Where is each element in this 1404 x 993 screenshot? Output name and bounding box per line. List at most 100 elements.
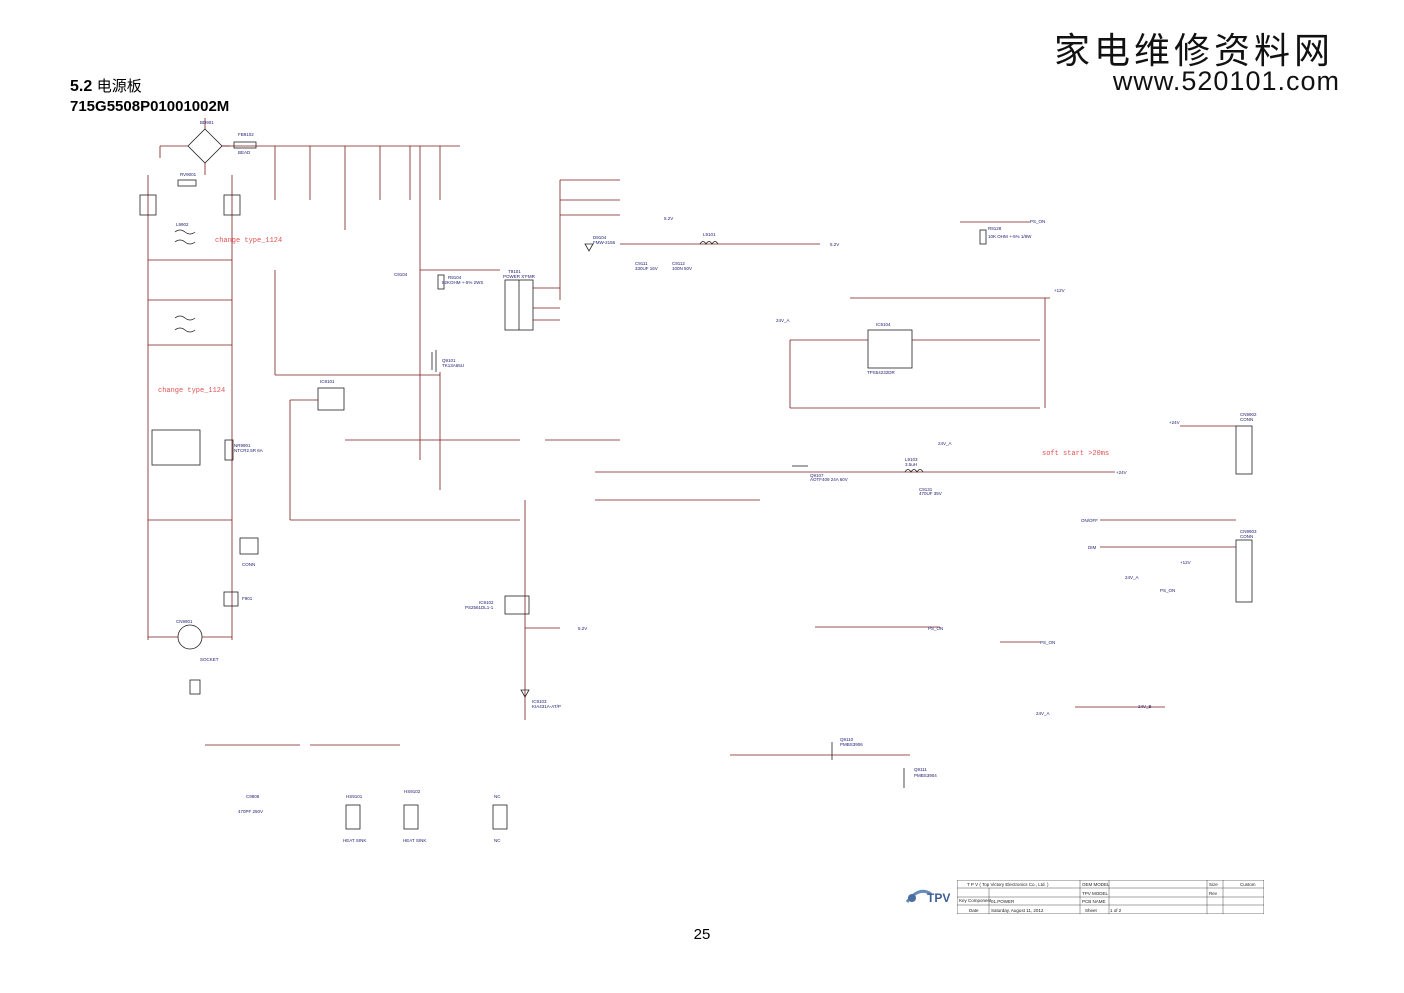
ic9102-value: PS2561DL1-1	[465, 605, 494, 610]
hs9102-value: HEAT SINK	[403, 838, 426, 843]
c9131-value: 470UF 35V	[919, 491, 942, 496]
d9104-value: FMW-2156	[593, 240, 616, 245]
r9128-label: R9128	[988, 226, 1002, 231]
bottom-parts: C9808 470PF 250V HS9101 HEAT SINK HS9102…	[205, 744, 508, 843]
l9103-label: L9103	[905, 457, 918, 462]
section-number: 5.2	[70, 78, 93, 95]
page-number: 25	[693, 926, 711, 943]
c9808-value: 470PF 250V	[238, 809, 263, 814]
fb9102-label: FB9102	[238, 132, 254, 137]
buck-12v-section: IC9104 TPS54232DR 24V_A +12V	[776, 288, 1065, 409]
watermark-url: www.520101.com	[1112, 66, 1340, 96]
ic9101-label: IC9101	[320, 379, 335, 384]
ps-on-label-4: PS_ON	[1040, 640, 1055, 645]
board-model: 715G5508P01001002M	[70, 98, 230, 115]
tb-date: Saturday, August 11, 2012	[991, 908, 1044, 913]
v24-label-2: +24V	[1169, 420, 1180, 425]
cn9902-value: CONN	[1240, 417, 1253, 422]
watermark-cn: 家电维修资料网	[1053, 31, 1334, 72]
q9101-label: Q9101	[442, 358, 456, 363]
tb-oem-model: OEM MODEL	[1082, 882, 1110, 887]
tb-tpv-model: TPV MODEL	[1082, 891, 1109, 896]
ic9103-value: KIA431A-AT/P	[532, 704, 561, 709]
v24a-label-2: 24V_A	[938, 441, 952, 446]
v24a-label-3: 24V_A	[1125, 575, 1139, 580]
rv9001-label: RV9001	[180, 172, 197, 177]
tb-sheet-value: 1 of 2	[1110, 908, 1122, 913]
nr9901-value: NTCR2.5R 6A	[234, 448, 263, 453]
v12-label-1: +12V	[1054, 288, 1065, 293]
cn9903-label: CN9903	[1240, 529, 1257, 534]
c9111-value: 330UF 16V	[635, 266, 658, 271]
v52-label-2: 5.2V	[830, 242, 839, 247]
ic9102-label: IC9102	[479, 600, 494, 605]
change-type-2: change type_1124	[158, 387, 225, 395]
c9112-value: 100N 50V	[672, 266, 692, 271]
t9101-label: T9101	[508, 269, 521, 274]
section-heading: 5.2 电源板	[70, 76, 142, 97]
tb-key-component: Key Component	[959, 898, 992, 903]
cn9903-value: CONN	[1240, 534, 1253, 539]
v52-label-1: 5.2V	[664, 216, 673, 221]
l9101-label: L9101	[703, 232, 716, 237]
c9808-label: C9808	[246, 794, 260, 799]
ps-on-label-1: PS_ON	[1030, 219, 1045, 224]
soft-start-note: soft start >20ms	[1042, 450, 1109, 458]
cn9902-label: CN9902	[1240, 412, 1257, 417]
socket-label: SOCKET	[200, 657, 219, 662]
ic9103-label: IC9103	[532, 699, 547, 704]
v24b-label: 24V_B	[1138, 704, 1152, 709]
ic9104-value: TPS54232DR	[867, 370, 896, 375]
tb-size-label: Size	[1209, 882, 1218, 887]
v24-label-1: +24V	[1116, 470, 1127, 475]
bd901-label: BD901	[200, 120, 214, 125]
ps-on-label-2: PS_ON	[1160, 588, 1175, 593]
output-24v-section: Q9107 AOTF409 24A 60V L9103 3.5uH C9131 …	[595, 412, 1257, 603]
r9104-value: 82KOHM +-5% 2WS	[442, 280, 483, 285]
primary-section: R9104 82KOHM +-5% 2WS C9104 T9101 POWER …	[274, 269, 560, 521]
c9111-label: C9111	[635, 261, 648, 266]
tb-company: T P V ( Top Victory Electronics Co., Ltd…	[967, 882, 1049, 887]
hs9101-label: HS9101	[346, 794, 363, 799]
cn9902-left-label: CONN	[242, 562, 255, 567]
fb9102-value: BEAD	[238, 150, 251, 155]
tb-pcb-name: PCB NAME	[1082, 899, 1106, 904]
q9101-value: TK13A65U	[442, 363, 464, 368]
v24a-label-1: 24V_A	[776, 318, 790, 323]
ps-on-label-3: PS_ON	[928, 626, 943, 631]
title-block: T P V ( Top Victory Electronics Co., Ltd…	[957, 880, 1264, 914]
ac-input-section: BD901 FB9102 BEAD RV9001 L9902 change ty…	[139, 118, 460, 695]
ic9104-label: IC9104	[876, 322, 891, 327]
feedback-net: 5.2V	[578, 626, 587, 631]
d9104-label: D9104	[593, 235, 607, 240]
c9104-label: C9104	[394, 272, 408, 277]
tb-size-value: Custom	[1240, 882, 1256, 887]
tb-rev-label: Rev	[1209, 891, 1218, 896]
l9902-label: L9902	[176, 222, 189, 227]
fuse-label: F901	[242, 596, 253, 601]
tb-date-label: Date	[969, 908, 979, 913]
nc-heatsink-label: NC	[494, 794, 501, 799]
tb-sheet-label: Sheet	[1085, 908, 1098, 913]
hs9101-value: HEAT SINK	[343, 838, 366, 843]
c9131-label: C9131	[919, 487, 933, 492]
tpv-logo-text: TPV	[927, 891, 950, 905]
t9101-value: POWER X'FMR	[503, 274, 536, 279]
q9107-value: AOTF409 24A 60V	[810, 477, 848, 482]
c9112-label: C9112	[672, 261, 685, 266]
change-type-1: change type_1124	[215, 237, 282, 245]
v24a-label-4: 24V_A	[1036, 711, 1050, 716]
dim-label: DIM	[1088, 545, 1097, 550]
r9104-label: R9104	[448, 275, 462, 280]
tpv-logo: TPV	[905, 889, 950, 905]
nc-heatsink-value: NC	[494, 838, 501, 843]
q9111-value: PMBS3904	[914, 773, 937, 778]
q9110-label: Q9110	[840, 737, 854, 742]
on-off-label: ON/OFF	[1081, 518, 1098, 523]
q9107-label: Q9107	[810, 473, 824, 478]
tb-sheet-name: 01.POWER	[991, 899, 1015, 904]
q9111-label: Q9111	[914, 767, 927, 772]
hs9102-label: HS9102	[404, 789, 421, 794]
q9110-value: PMBS3906	[840, 742, 863, 747]
